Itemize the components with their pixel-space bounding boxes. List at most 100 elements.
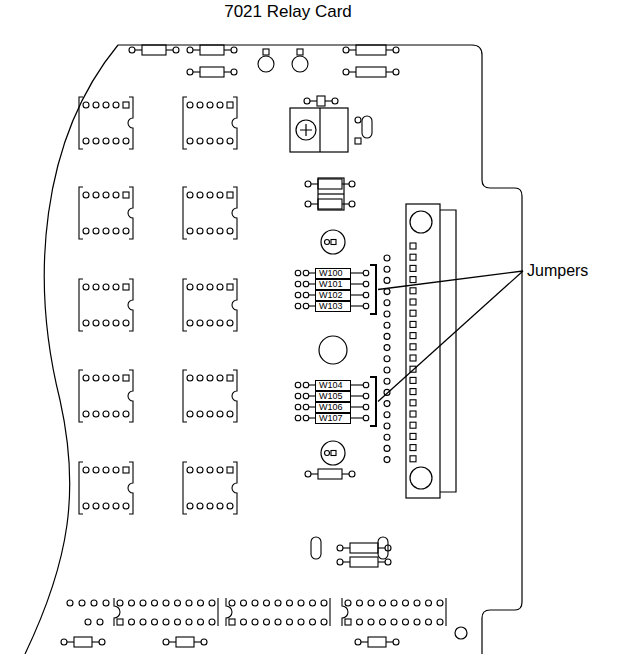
crystal-symbol	[362, 116, 372, 138]
resistor-symbol	[305, 469, 355, 479]
ic-chip	[79, 97, 133, 149]
ic-chip	[226, 598, 330, 626]
jumper-name: W107	[316, 414, 350, 423]
pin	[384, 423, 390, 429]
pin	[410, 411, 416, 417]
jumper-name: W101	[316, 280, 350, 289]
ic-chip	[79, 462, 133, 514]
capacitor-round	[321, 441, 345, 465]
jumper-box: W104	[315, 380, 351, 391]
callout-label: Jumpers	[527, 262, 588, 280]
pin	[410, 422, 416, 428]
resistor-symbol	[343, 67, 399, 77]
jumper-name: W100	[316, 269, 350, 278]
resistor-symbol	[305, 179, 355, 189]
ic-chip	[183, 462, 237, 514]
pin	[384, 311, 390, 317]
pin	[410, 288, 416, 294]
jumper-box: W105	[315, 391, 351, 402]
pin	[384, 378, 390, 384]
resistor-symbol	[61, 637, 105, 647]
pin	[410, 299, 416, 305]
jumper-box: W106	[315, 402, 351, 413]
jumper-box: W103	[315, 301, 351, 312]
pin	[410, 265, 416, 271]
board-outline	[118, 45, 522, 654]
regulator-screw	[300, 124, 312, 136]
pad	[331, 451, 336, 456]
leader-line	[378, 271, 523, 402]
ic-chip	[183, 187, 237, 239]
pin	[384, 266, 390, 272]
pin	[410, 277, 416, 283]
mount-hole	[455, 627, 467, 639]
jumper-name: W105	[316, 392, 350, 401]
jumper-bracket	[370, 265, 376, 314]
pin	[410, 389, 416, 395]
pin	[384, 401, 390, 407]
pin	[384, 434, 390, 440]
ic-chip	[342, 598, 446, 626]
regulator	[290, 108, 348, 152]
pin	[384, 345, 390, 351]
pin	[410, 321, 416, 327]
crystal-symbol	[311, 537, 321, 559]
pad	[331, 240, 336, 245]
resistor-symbol	[355, 637, 399, 647]
ic-chip	[183, 97, 237, 149]
ic-chip	[67, 600, 109, 625]
mount-hole	[410, 467, 432, 489]
pin	[384, 367, 390, 373]
transistor-symbol	[292, 49, 308, 72]
pin	[410, 456, 416, 462]
pin	[410, 445, 416, 451]
resistor-symbol	[187, 67, 237, 77]
capacitor-round	[319, 336, 347, 364]
resistor-symbol	[163, 637, 207, 647]
jumper-name: W102	[316, 291, 350, 300]
title-text: 7021 Relay Card	[224, 2, 352, 22]
ic-chip	[183, 279, 237, 331]
capacitor	[318, 193, 344, 194]
resistor-symbol	[129, 45, 179, 55]
pin	[384, 412, 390, 418]
jumper-name: W106	[316, 403, 350, 412]
ic-chip	[79, 187, 133, 239]
pin	[410, 433, 416, 439]
resistor-symbol	[304, 96, 338, 106]
pin	[384, 255, 390, 261]
jumper-bracket	[370, 377, 376, 426]
pin	[410, 310, 416, 316]
pin	[410, 377, 416, 383]
ic-chip	[114, 598, 218, 626]
pin	[384, 333, 390, 339]
resistor-symbol	[337, 543, 391, 553]
jumper-box: W102	[315, 290, 351, 301]
pin	[410, 355, 416, 361]
pad	[355, 138, 361, 144]
pad	[325, 451, 330, 456]
pin	[384, 289, 390, 295]
regulator-screw	[296, 120, 316, 140]
resistor-symbol	[343, 45, 399, 55]
pin	[384, 356, 390, 362]
transistor-symbol	[258, 49, 274, 72]
crystal-symbol	[378, 537, 388, 559]
jumper-box: W100	[315, 268, 351, 279]
pin	[384, 457, 390, 463]
pin	[410, 333, 416, 339]
pin	[384, 445, 390, 451]
pad	[355, 117, 361, 123]
jumper-box: W107	[315, 413, 351, 424]
ic-chip	[79, 370, 133, 422]
pin	[384, 322, 390, 328]
mount-hole	[410, 211, 432, 233]
pin	[384, 277, 390, 283]
leader-line	[378, 271, 523, 290]
pin	[410, 243, 416, 249]
pin	[384, 300, 390, 306]
connector-flange	[440, 210, 456, 492]
pin	[410, 400, 416, 406]
ic-chip	[183, 370, 237, 422]
